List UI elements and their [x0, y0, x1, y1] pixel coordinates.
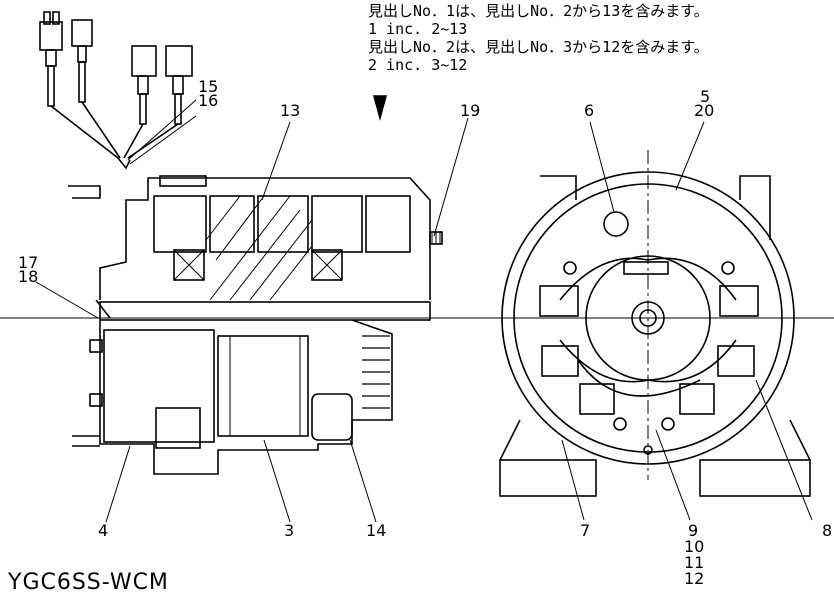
note-line-3: 見出しNo．2は、見出しNo．3から12を含みます。: [368, 38, 709, 56]
callout-12: 12: [684, 569, 705, 588]
callout-8: 8: [822, 521, 833, 540]
callout-17: 17: [18, 253, 39, 272]
alternator-side-view: [0, 175, 460, 475]
callout-13: 13: [280, 101, 301, 120]
callout-7: 7: [580, 521, 591, 540]
callout-15: 15: [198, 77, 219, 96]
callout-16: 16: [198, 91, 219, 110]
callout-6: 6: [584, 101, 595, 120]
callout-9: 9: [688, 521, 699, 540]
callout-3: 3: [284, 521, 295, 540]
callout-18: 18: [18, 267, 39, 286]
drawing-code: YGC6SS-WCM: [8, 570, 169, 595]
alternator-front-view: [460, 150, 834, 497]
note-line-4: 2 inc. 3~12: [368, 56, 468, 74]
callout-11: 11: [684, 553, 705, 572]
callout-14: 14: [366, 521, 387, 540]
connector-wires: [39, 11, 197, 170]
leader-lines: [35, 117, 813, 523]
arrow-marker-icon: [372, 95, 388, 122]
callout-20: 20: [694, 101, 715, 120]
note-line-2: 1 inc. 2~13: [368, 20, 468, 38]
note-line-1: 見出しNo．1は、見出しNo．2から13を含みます。: [368, 2, 709, 20]
callout-19: 19: [460, 101, 481, 120]
callout-10: 10: [684, 537, 705, 556]
callout-4: 4: [98, 521, 109, 540]
callout-5: 5: [700, 87, 711, 106]
